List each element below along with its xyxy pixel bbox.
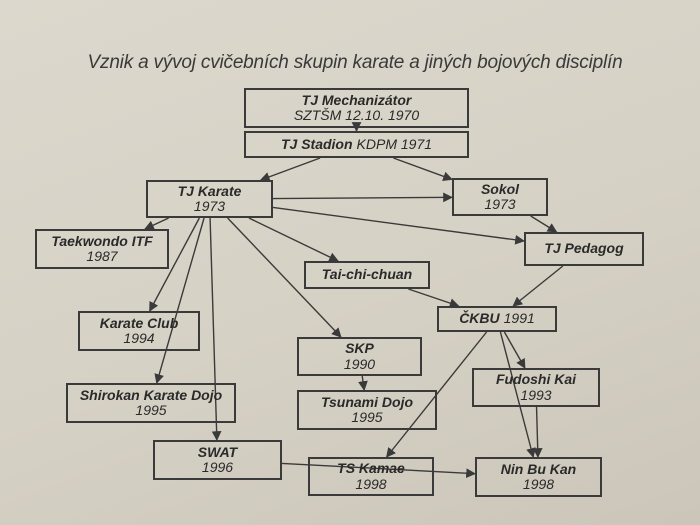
diagram-title: Vznik a vývoj cvičebních skupin karate a…	[87, 52, 623, 73]
node-year: 1995	[135, 402, 167, 418]
arrow-taichi-to-ckbu	[408, 288, 460, 308]
node-name: TJ Pedagog	[544, 240, 624, 257]
node-name: SKP	[345, 340, 374, 357]
node-name: Shirokan Karate Dojo	[79, 386, 223, 403]
arrow-karate-to-skp	[227, 217, 342, 338]
node-tsunami-dojo: Tsunami Dojo 1995	[297, 390, 437, 430]
node-name: Tsunami Dojo	[320, 393, 414, 410]
arrow-karate-to-sokol	[272, 192, 453, 203]
arrow-ckbu-to-fudoshi	[503, 331, 526, 369]
node-year: 1996	[201, 459, 234, 475]
node-year: 1990	[343, 355, 376, 372]
node-name: TJ Stadion	[280, 135, 353, 152]
node-fudoshi-kai: Fudoshi Kai 1993	[472, 368, 600, 407]
arrow-sokol-to-pedagog	[530, 215, 558, 233]
node-ckbu: ČKBU 1991	[437, 306, 557, 332]
node-name: Karate Club	[99, 314, 179, 331]
node-year: 1991	[503, 310, 535, 327]
node-nin-bu-kan: Nin Bu Kan 1998	[475, 457, 602, 497]
node-name: TS Kamae	[337, 460, 405, 477]
node-tj-karate: TJ Karate 1973	[146, 180, 273, 218]
arrow-skp-to-tsunami	[358, 375, 368, 391]
node-karate-club: Karate Club 1994	[78, 311, 200, 351]
arrow-karate-to-taekwondo	[144, 217, 169, 230]
node-year: 1973	[193, 198, 226, 214]
node-name: SWAT	[197, 443, 238, 460]
arrow-stadion-to-karate	[259, 157, 321, 182]
node-name: Tai-chi-chuan	[321, 266, 413, 283]
node-tj-stadion: TJ Stadion KDPM 1971	[244, 131, 469, 158]
arrow-swat-to-ninbukan	[281, 462, 476, 479]
node-year: 1998	[522, 476, 555, 492]
node-name: ČKBU	[459, 310, 500, 327]
node-sokol: Sokol 1973	[452, 178, 548, 216]
node-year: 1993	[520, 386, 552, 403]
node-tj-pedagog: TJ Pedagog	[524, 232, 644, 266]
node-skp: SKP 1990	[297, 337, 422, 376]
arrow-karate-to-swat	[209, 217, 222, 441]
arrow-fudoshi-to-ninbukan	[532, 406, 543, 458]
node-year: 1973	[484, 196, 516, 212]
node-name: TJ Mechanizátor	[301, 91, 412, 108]
arrow-karate-to-karateclub	[149, 217, 200, 312]
node-taekwondo-itf: Taekwondo ITF 1987	[35, 229, 169, 269]
node-name: TJ Karate	[177, 182, 242, 199]
node-subtitle: KDPM 1971	[356, 135, 433, 152]
arrow-karate-to-shirokan	[154, 217, 205, 384]
arrow-stadion-to-sokol	[393, 157, 453, 182]
node-year: 1987	[86, 248, 118, 264]
arrow-karate-to-pedagog	[272, 206, 525, 245]
node-tai-chi-chuan: Tai-chi-chuan	[304, 261, 430, 289]
node-name: Nin Bu Kan	[500, 460, 577, 477]
node-year: 1994	[123, 330, 155, 346]
arrow-ckbu-to-ninbukan	[499, 331, 536, 458]
node-name: Sokol	[480, 180, 520, 197]
node-tj-mechanizator: TJ Mechanizátor SZTŠM 12.10. 1970	[244, 88, 469, 128]
node-shirokan-karate-dojo: Shirokan Karate Dojo 1995	[66, 383, 236, 423]
node-year: 1995	[351, 409, 383, 425]
node-swat: SWAT 1996	[153, 440, 282, 480]
node-name: Fudoshi Kai	[495, 371, 577, 388]
node-subtitle: SZTŠM 12.10. 1970	[293, 107, 420, 123]
node-year: 1998	[355, 475, 387, 492]
node-name: Taekwondo ITF	[51, 232, 153, 249]
arrow-karate-to-taichi	[248, 217, 339, 262]
node-ts-kamae: TS Kamae 1998	[308, 457, 434, 496]
arrow-pedagog-to-ckbu	[512, 265, 564, 307]
